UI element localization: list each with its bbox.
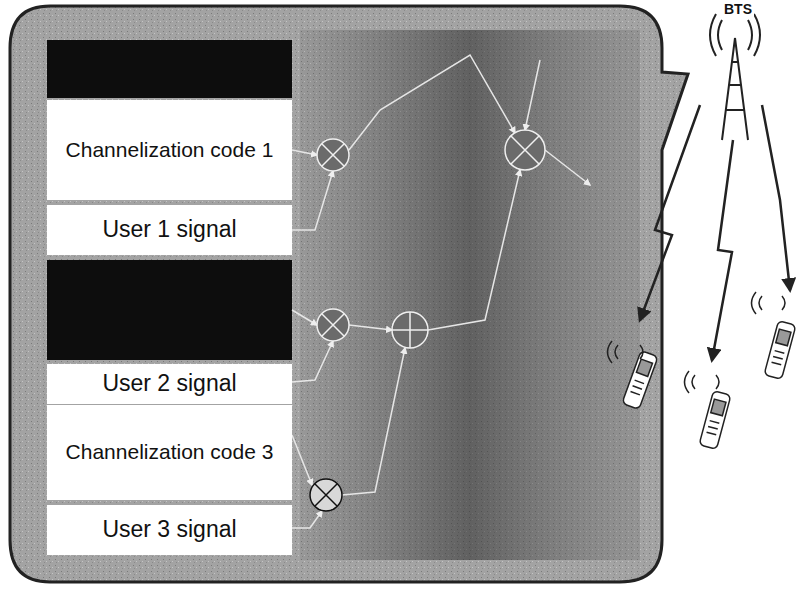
bts-tower (710, 14, 760, 140)
adder-symbol (392, 312, 428, 348)
signal-box: User 1 signal (47, 205, 292, 255)
signal-box: User 3 signal (47, 505, 292, 555)
signal-wire (292, 55, 590, 528)
multiplier-symbol (310, 479, 342, 511)
signal-box: User 2 signal (47, 364, 292, 404)
code-box (47, 260, 292, 360)
box-text: User 1 signal (94, 212, 244, 247)
signal-box: Channelization code 3 (47, 405, 292, 500)
tower-label: BTS (722, 2, 754, 17)
radio-link (640, 105, 790, 360)
code-box (47, 40, 292, 98)
multiplier-symbol (317, 130, 545, 341)
box-text: User 3 signal (94, 512, 244, 547)
box-text: Channelization code 1 (58, 134, 282, 166)
mobile-phone (608, 292, 796, 449)
box-text: User 2 signal (94, 366, 244, 401)
callout-bubble (10, 6, 688, 582)
box-text: Channelization code 3 (58, 436, 282, 468)
signal-box: Channelization code 1 (47, 100, 292, 200)
